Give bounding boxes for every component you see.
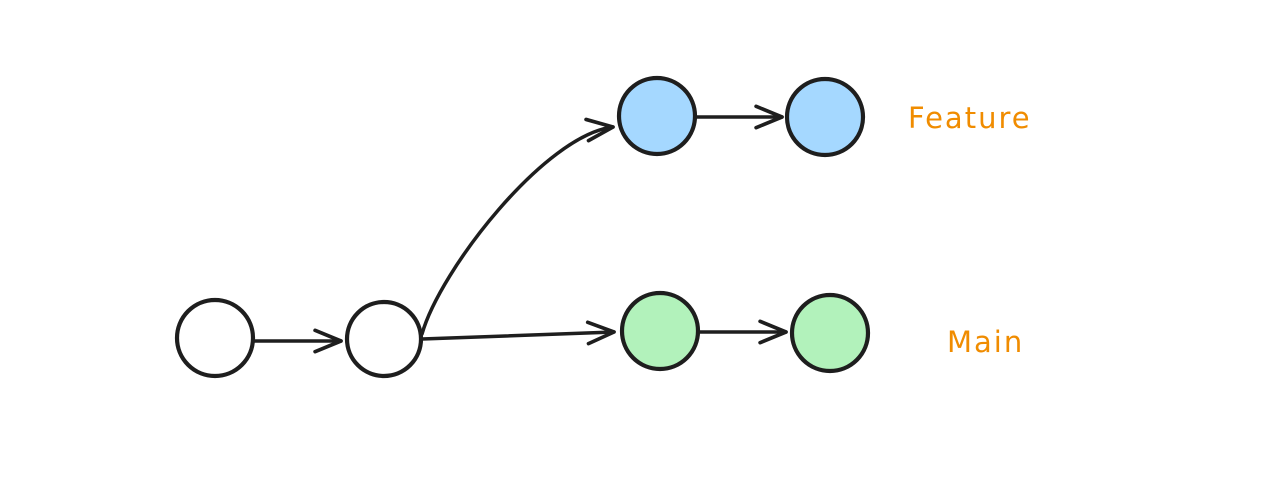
arrow-root2-to-main (420, 320, 616, 346)
branch-labels: Feature Main (908, 101, 1032, 359)
edges (252, 104, 788, 354)
feature-branch-label: Feature (908, 101, 1032, 135)
commit-node-feature-2 (784, 76, 866, 158)
main-branch-label: Main (947, 325, 1024, 359)
commit-node-feature-1 (616, 75, 698, 157)
arrow-branch-to-feature (420, 117, 615, 336)
commit-node-root-2 (344, 299, 424, 379)
commit-node-main-1 (619, 290, 701, 372)
commit-node-main-2 (789, 292, 871, 374)
commit-nodes (174, 75, 871, 379)
commit-node-root-1 (174, 297, 256, 379)
